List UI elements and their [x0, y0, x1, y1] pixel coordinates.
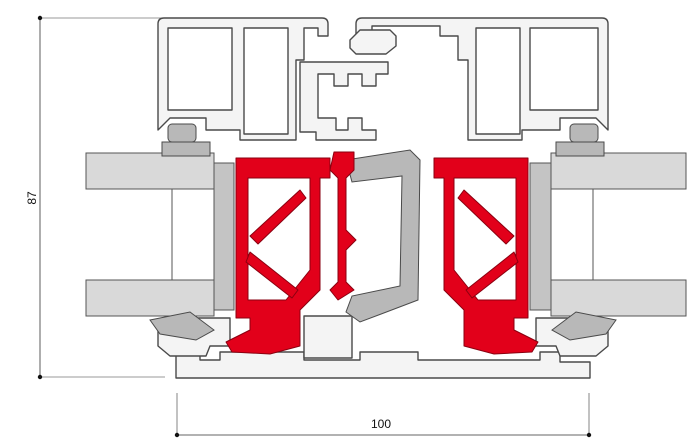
width-dimension-label: 100: [371, 417, 391, 431]
thermal-break-right-frame: [433, 157, 539, 355]
width-tick-right: [586, 432, 592, 438]
top-hardware-clip: [349, 29, 397, 55]
glass-edge-right: [529, 162, 552, 311]
thermal-break-right: [433, 157, 539, 355]
sill-chamber: [303, 315, 353, 359]
sash-chamber-left-2: [243, 27, 289, 135]
glass-pane-right-top: [550, 152, 687, 190]
width-dimension: 100: [174, 393, 592, 438]
sash-chamber-right-2: [529, 27, 599, 111]
glazing-seal-bottom-left: [149, 311, 215, 341]
sash-chamber-right-1: [475, 27, 521, 135]
glazing-seal-top-right: [555, 141, 605, 157]
thermal-break-right-brace: [457, 189, 519, 299]
glazing-left: [85, 152, 235, 317]
height-dimension: 87: [25, 15, 165, 380]
glass-edge-left: [213, 162, 235, 311]
height-tick-top: [37, 15, 43, 21]
height-tick-bottom: [37, 374, 43, 380]
glass-pane-left-bottom: [85, 279, 215, 317]
glass-spacer-left: [171, 188, 215, 281]
glass-spacer-right: [550, 188, 594, 281]
glazing-right: [529, 152, 687, 317]
glass-pane-left-top: [85, 152, 215, 190]
aluminium-profile: [157, 17, 609, 379]
frame-sill: [175, 351, 591, 379]
glazing-seal-bottom-right: [551, 311, 617, 341]
thermal-break-left-clip: [329, 151, 357, 301]
gasket-top-left: [167, 123, 197, 143]
width-tick-left: [174, 432, 180, 438]
thermal-break-left-brace: [245, 189, 307, 299]
central-interlock: [299, 61, 389, 141]
gaskets: [149, 123, 617, 341]
glass-pane-right-bottom: [550, 279, 687, 317]
sash-chamber-left-1: [167, 27, 233, 111]
height-dimension-label: 87: [25, 191, 39, 205]
thermal-break-left-frame: [225, 157, 331, 355]
thermal-break-left: [225, 151, 357, 355]
glazing-seal-top-left: [161, 141, 211, 157]
gasket-top-right: [569, 123, 599, 143]
central-brush-seal: [345, 149, 421, 323]
